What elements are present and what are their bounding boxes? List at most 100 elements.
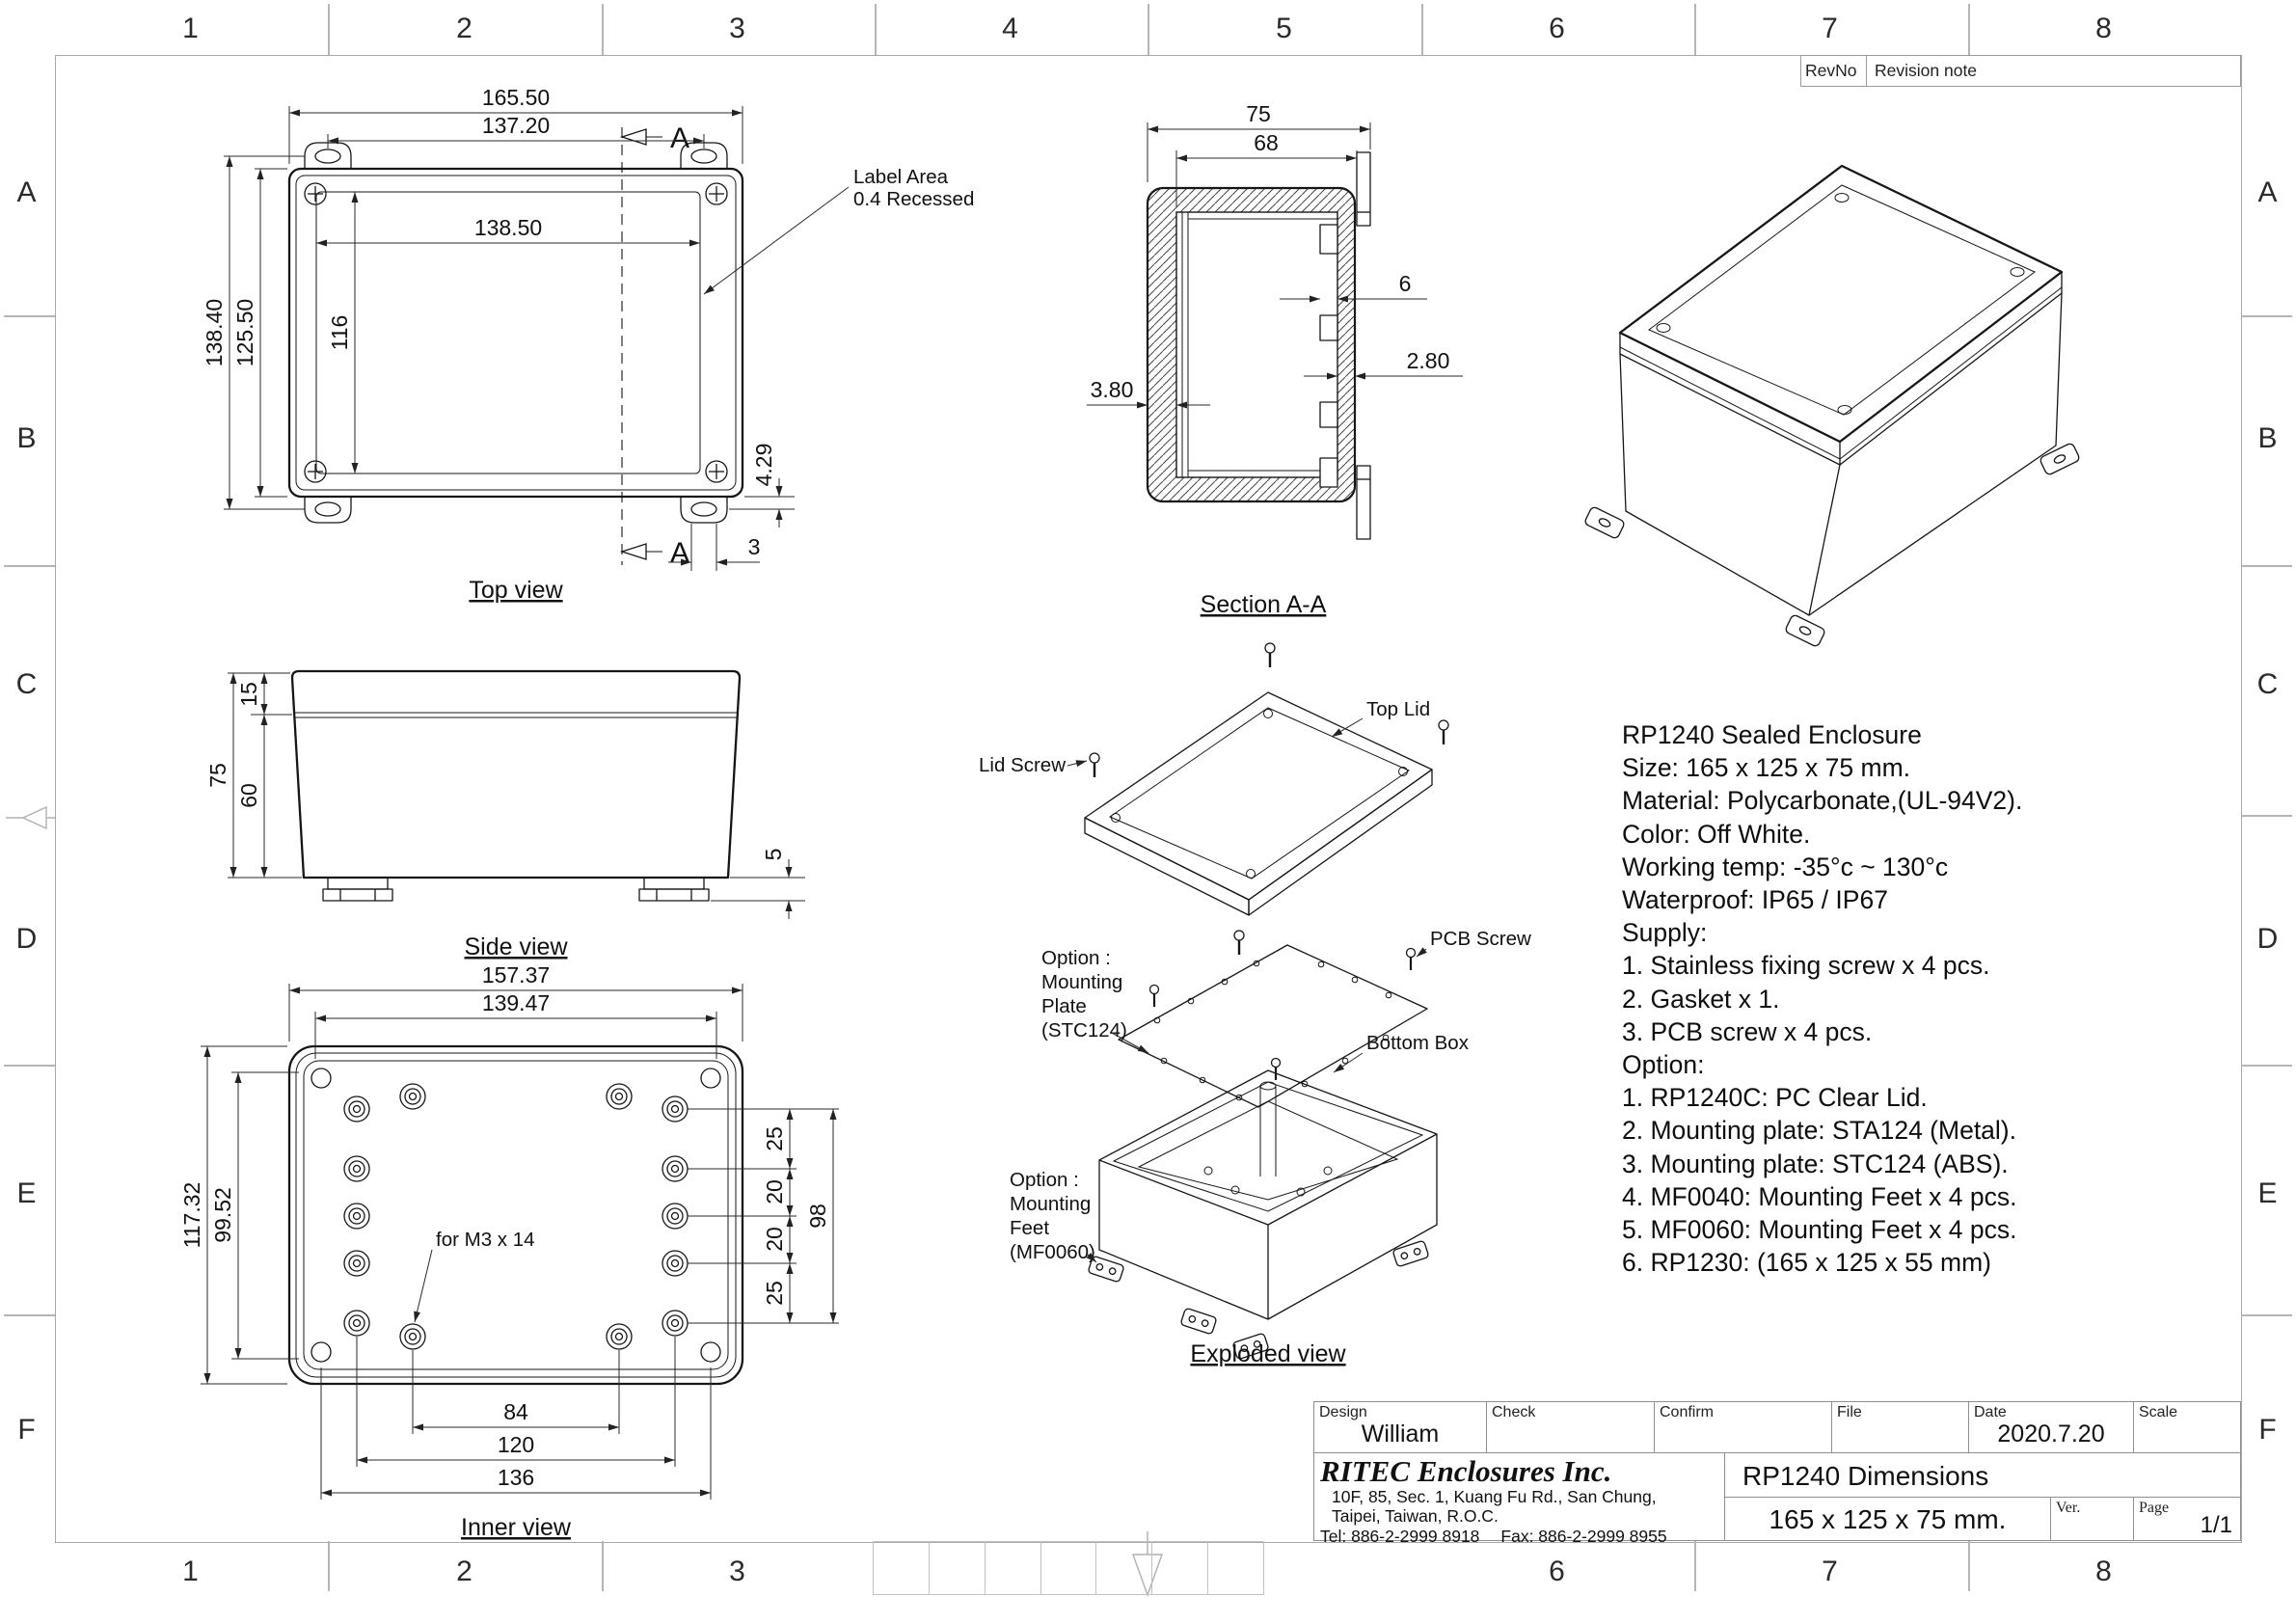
iso-lid-screws bbox=[1656, 193, 2025, 415]
dim-lid-wall: 3.80 bbox=[1091, 377, 1134, 402]
zone-col-label: 3 bbox=[729, 13, 746, 44]
zone-row-label: C bbox=[2256, 668, 2280, 700]
spec-line: Color: Off White. bbox=[1622, 819, 1811, 849]
zone-row-label: D bbox=[15, 923, 39, 955]
dim-slot-width: 3 bbox=[748, 534, 761, 559]
zone-tick bbox=[2241, 315, 2292, 317]
label-area-callout-1: Label Area bbox=[853, 166, 949, 188]
spec-line: Working temp: -35°c ~ 130°c bbox=[1622, 852, 1949, 881]
check-label: Check bbox=[1492, 1404, 1536, 1420]
zone-tick bbox=[602, 4, 604, 55]
title-block-confirm-cell: Confirm bbox=[1655, 1402, 1832, 1452]
dim-hole-span: 137.20 bbox=[482, 113, 550, 138]
zone-tick bbox=[4, 1065, 55, 1067]
company-name: RITEC Enclosures Inc. bbox=[1320, 1454, 1612, 1488]
company-address-1: 10F, 85, Sec. 1, Kuang Fu Rd., San Chung… bbox=[1332, 1487, 1657, 1506]
mounting-feet-label-4: (MF0060) bbox=[1010, 1241, 1095, 1263]
zone-tick bbox=[4, 565, 55, 567]
isometric-view bbox=[1584, 164, 2080, 647]
zone-tick bbox=[1421, 4, 1423, 55]
dim-spacing-3: 20 bbox=[762, 1227, 787, 1252]
zone-tick bbox=[328, 1541, 330, 1591]
title-block-page-cell: Page 1/1 bbox=[2134, 1498, 2240, 1541]
section-letter-top: A bbox=[670, 122, 689, 154]
zone-col-label: 7 bbox=[1822, 13, 1839, 44]
lid-screw-icons bbox=[1089, 642, 1449, 955]
zone-tick bbox=[2241, 565, 2292, 567]
spec-line: 3. PCB screw x 4 pcs. bbox=[1622, 1016, 1873, 1046]
section-view: 75 68 6 3.80 2.80 Section A-A bbox=[1087, 101, 1463, 618]
drawing-size: 165 x 125 x 75 mm. bbox=[1725, 1498, 2051, 1541]
date-label: Date bbox=[1974, 1404, 2007, 1420]
top-view-title: Top view bbox=[469, 577, 563, 604]
iso-mounting-feet bbox=[1584, 443, 2080, 647]
zone-row-label: A bbox=[2257, 176, 2279, 208]
fold-scale-strip bbox=[873, 1541, 1265, 1595]
spec-line: RP1240 Sealed Enclosure bbox=[1622, 720, 1922, 749]
revision-table: RevNo Revision note bbox=[1800, 55, 2241, 87]
zone-tick bbox=[1968, 4, 1970, 55]
border-frame bbox=[55, 55, 2242, 1543]
zone-col-label: 4 bbox=[1002, 13, 1019, 44]
zone-col-label: 5 bbox=[1276, 13, 1293, 44]
revision-col-revno: RevNo bbox=[1801, 56, 1867, 86]
dim-lid-height: 15 bbox=[236, 682, 261, 707]
mounting-feet-label-3: Feet bbox=[1010, 1217, 1049, 1239]
zone-row-label: D bbox=[2256, 923, 2280, 955]
spec-block: RP1240 Sealed Enclosure Size: 165 x 125 … bbox=[1622, 718, 2239, 1279]
spec-line: Option: bbox=[1622, 1050, 1705, 1080]
company-cell: RITEC Enclosures Inc. 10F, 85, Sec. 1, K… bbox=[1314, 1453, 1725, 1546]
zone-tick bbox=[4, 1314, 55, 1316]
design-label: Design bbox=[1319, 1404, 1367, 1420]
mounting-feet-label-1: Option : bbox=[1010, 1169, 1079, 1191]
zone-col-label: 2 bbox=[456, 13, 473, 44]
page-value: 1/1 bbox=[2200, 1512, 2232, 1538]
mounting-feet-icons bbox=[1088, 1240, 1429, 1360]
bottom-box-label: Bottom Box bbox=[1366, 1032, 1470, 1054]
zone-row-label: B bbox=[2257, 422, 2279, 454]
zone-tick bbox=[2241, 1314, 2292, 1316]
spec-line: 3. Mounting plate: STC124 (ABS). bbox=[1622, 1149, 2009, 1178]
title-block-design-cell: Design William bbox=[1314, 1402, 1487, 1452]
dim-bottom-136: 136 bbox=[498, 1465, 534, 1490]
pcb-boss-icon bbox=[343, 1083, 689, 1350]
revision-col-note: Revision note bbox=[1875, 61, 1978, 80]
mounting-plate-label-2: Mounting bbox=[1041, 971, 1122, 993]
section-letter-bottom: A bbox=[670, 537, 689, 569]
dim-inner-depth: 68 bbox=[1254, 130, 1279, 155]
spec-line: 6. RP1230: (165 x 125 x 55 mm) bbox=[1622, 1248, 1991, 1278]
spec-line: 1. Stainless fixing screw x 4 pcs. bbox=[1622, 951, 1990, 981]
title-block-file-cell: File bbox=[1832, 1402, 1969, 1452]
center-mark-left bbox=[6, 805, 55, 830]
drawing-title: RP1240 Dimensions bbox=[1725, 1453, 2240, 1498]
spec-line: Waterproof: IP65 / IP67 bbox=[1622, 885, 1888, 915]
scale-label: Scale bbox=[2139, 1404, 2178, 1420]
pcb-screw-label: PCB Screw bbox=[1430, 928, 1531, 950]
company-address-2: Taipei, Taiwan, R.O.C. bbox=[1332, 1506, 1499, 1526]
label-area-callout-2: 0.4 Recessed bbox=[853, 188, 974, 210]
dim-label-height: 116 bbox=[327, 315, 352, 351]
zone-tick bbox=[1968, 1541, 1970, 1591]
exploded-top-lid bbox=[1084, 691, 1433, 916]
dim-outer-width: 157.37 bbox=[482, 962, 550, 987]
exploded-mounting-plate bbox=[1118, 944, 1428, 1108]
zone-row-label: A bbox=[16, 176, 38, 208]
dim-inner-width: 139.47 bbox=[482, 990, 550, 1015]
title-block-ver-cell: Ver. bbox=[2051, 1498, 2134, 1541]
side-view: 75 15 60 5 Side view bbox=[205, 669, 805, 960]
dim-boss: 6 bbox=[1399, 271, 1412, 296]
dim-depth: 75 bbox=[1246, 101, 1271, 126]
top-view: A A 165.50 137.20 138.50 116 138.40 125.… bbox=[202, 85, 974, 604]
zone-tick bbox=[1694, 1541, 1696, 1591]
center-mark-bottom bbox=[1132, 1531, 1163, 1598]
dim-overall-width: 165.50 bbox=[482, 85, 550, 110]
exploded-bottom-box bbox=[1098, 1069, 1438, 1320]
dim-spacing-1: 25 bbox=[762, 1126, 787, 1151]
zone-row-label: C bbox=[15, 668, 39, 700]
zone-col-label: 2 bbox=[456, 1555, 473, 1587]
zone-col-label: 6 bbox=[1549, 13, 1566, 44]
dim-right-total: 98 bbox=[805, 1204, 830, 1229]
mounting-plate-label-1: Option : bbox=[1041, 947, 1111, 969]
title-block-scale-cell: Scale bbox=[2134, 1402, 2240, 1452]
